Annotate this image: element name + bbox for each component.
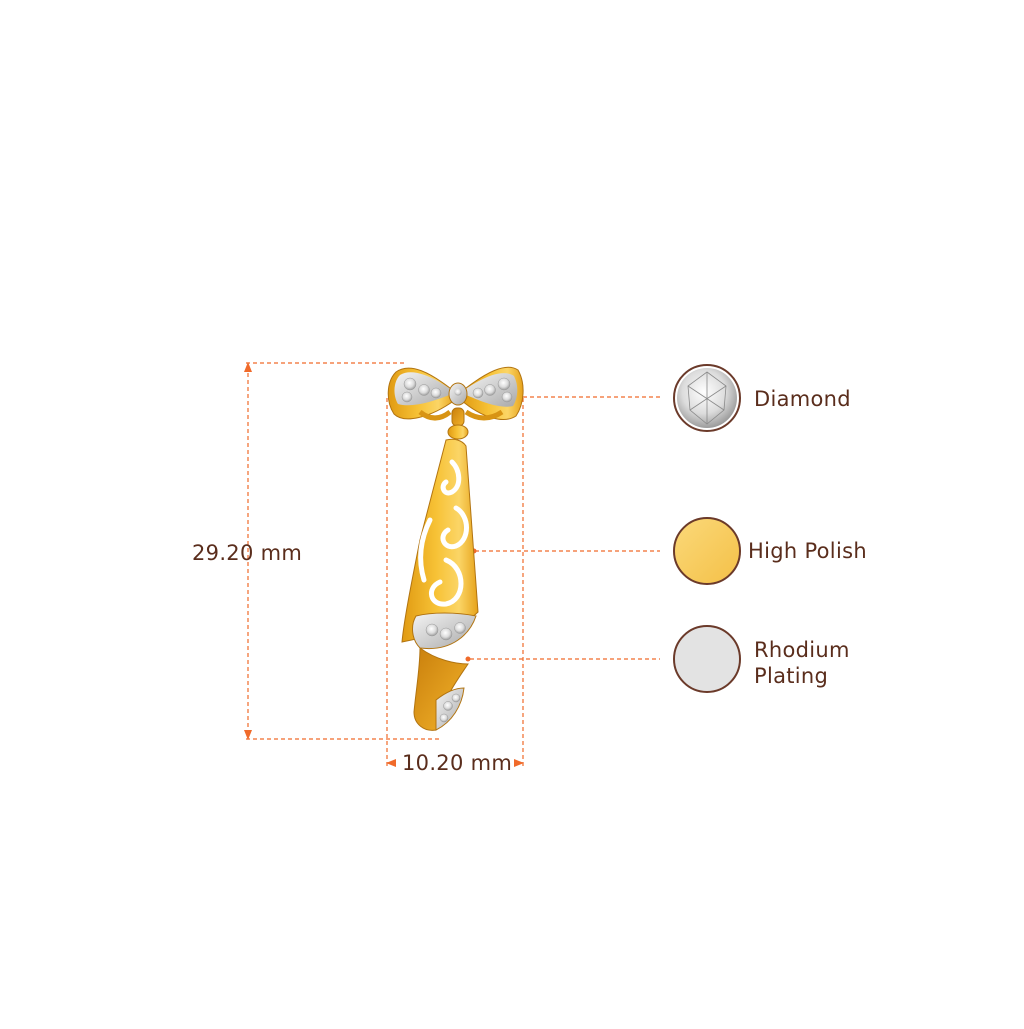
- bow-stone: [401, 391, 413, 403]
- bow-tail-right: [464, 409, 504, 421]
- bow-diamonds: [401, 377, 513, 403]
- band-stone: [439, 627, 453, 641]
- ribbon-cone: [401, 438, 479, 731]
- leader-dot-rhodium: [465, 656, 471, 662]
- bail: [447, 407, 469, 440]
- bow-stone: [430, 387, 442, 399]
- width-arrow-left: [386, 759, 396, 767]
- dimension-lines: [246, 362, 660, 768]
- bow-stone: [403, 377, 417, 391]
- rhodium-label-line2: Plating: [754, 664, 829, 689]
- swatch-rhodium: [673, 625, 741, 693]
- rhodium-label-line1: Rhodium: [754, 638, 850, 662]
- height-dimension-label: 29.20 mm: [192, 541, 303, 565]
- bow: [387, 366, 524, 421]
- material-label-high-polish: High Polish: [748, 539, 867, 563]
- band-stone: [454, 622, 466, 634]
- height-arrow-top: [244, 362, 252, 372]
- bow-stone: [484, 384, 496, 396]
- width-arrow-right: [514, 759, 524, 767]
- bow-knot-stone: [454, 388, 462, 396]
- lower-stone: [439, 713, 449, 723]
- lower-stone: [451, 693, 461, 703]
- bow-stone: [497, 377, 511, 391]
- filigree: [418, 459, 469, 607]
- swatch-diamond: [673, 364, 741, 432]
- bow-tail-left: [418, 409, 452, 421]
- bow-stone: [501, 391, 513, 403]
- swatch-high-polish: [673, 517, 741, 585]
- lower-diamonds: [439, 693, 461, 723]
- bow-stone: [472, 387, 484, 399]
- height-arrow-bottom: [244, 730, 252, 740]
- lower-stone: [443, 701, 453, 711]
- material-label-diamond: Diamond: [754, 387, 851, 411]
- band-stone: [425, 623, 439, 637]
- bow-stone: [418, 384, 430, 396]
- cone-body: [401, 438, 479, 643]
- width-dimension-label: 10.20 mm: [402, 751, 513, 775]
- material-label-rhodium: Rhodium Plating: [754, 637, 850, 690]
- band-diamonds: [425, 622, 466, 641]
